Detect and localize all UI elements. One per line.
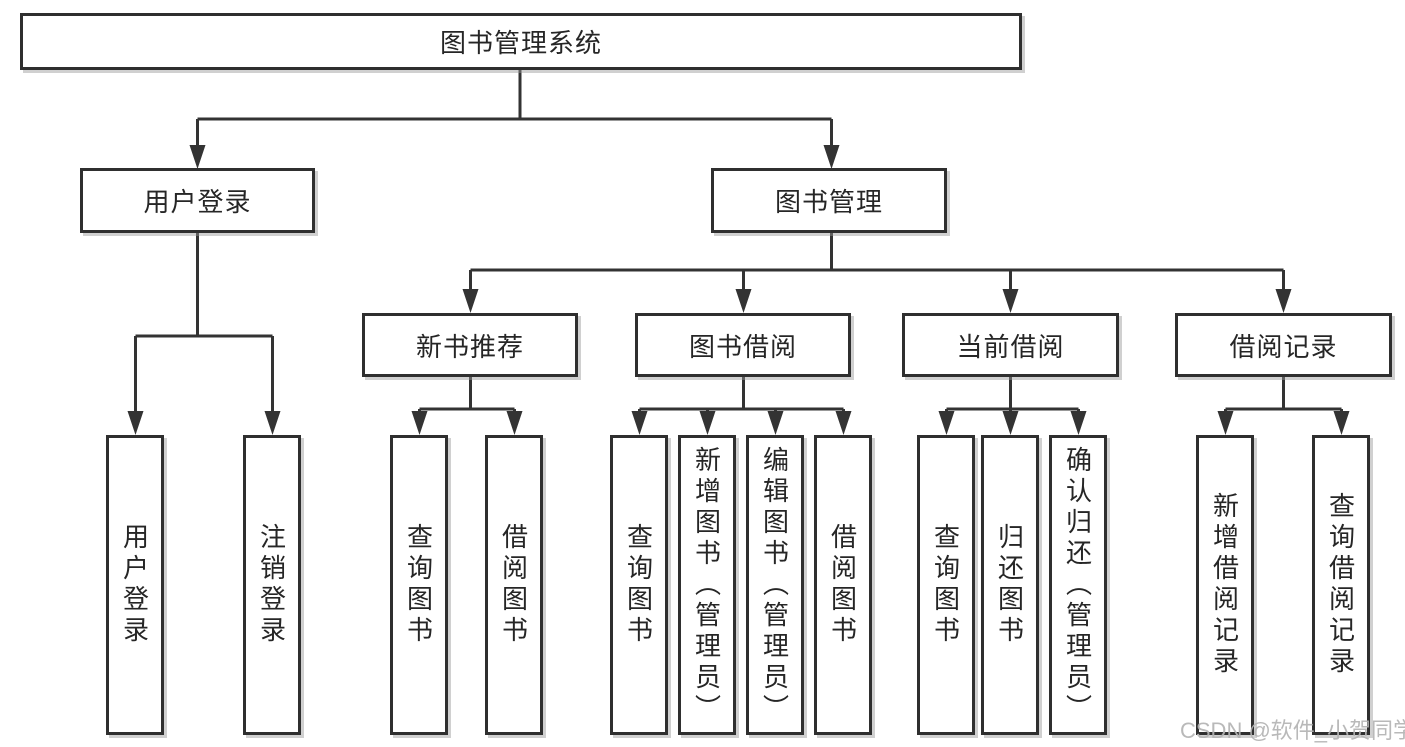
leaf-query-borrow-record: 查询借阅记录	[1312, 435, 1370, 735]
leaf-return-book: 归还图书	[981, 435, 1039, 735]
node-new-book-recommend: 新书推荐	[362, 313, 578, 377]
leaf-confirm-return-admin: 确认归还（管理员）	[1049, 435, 1107, 735]
leaf-query-books-3: 查询图书	[917, 435, 975, 735]
node-current-borrow: 当前借阅	[902, 313, 1119, 377]
leaf-query-books-1: 查询图书	[390, 435, 448, 735]
leaf-query-books-2: 查询图书	[610, 435, 668, 735]
connector-book-borrow-to-leaves	[638, 376, 845, 417]
leaf-borrow-books-2: 借阅图书	[814, 435, 872, 735]
csdn-watermark: CSDN @软件_小贺同学	[1180, 718, 1405, 743]
node-user-login: 用户登录	[80, 168, 315, 233]
connector-current-borrow-to-leaves	[945, 376, 1080, 417]
leaf-borrow-books-1: 借阅图书	[485, 435, 543, 735]
node-library-system: 图书管理系统	[20, 13, 1022, 70]
connector-user-login-to-leaves	[134, 232, 274, 416]
node-borrow-records: 借阅记录	[1175, 313, 1392, 377]
leaf-logout: 注销登录	[243, 435, 301, 735]
leaf-user-login: 用户登录	[106, 435, 164, 735]
connector-borrow-records-to-leaves	[1224, 376, 1343, 417]
connector-book-mgmt-to-level3	[469, 232, 1285, 294]
node-book-management: 图书管理	[711, 168, 947, 233]
connector-root-to-level2	[196, 69, 833, 150]
leaf-add-borrow-record: 新增借阅记录	[1196, 435, 1254, 735]
leaf-edit-book-admin: 编辑图书（管理员）	[746, 435, 804, 735]
node-book-borrow: 图书借阅	[635, 313, 851, 377]
connector-arrowheads	[127, 145, 1350, 435]
connector-new-book-to-leaves	[418, 376, 516, 417]
connector-paths	[134, 69, 1343, 417]
leaf-add-book-admin: 新增图书（管理员）	[678, 435, 736, 735]
